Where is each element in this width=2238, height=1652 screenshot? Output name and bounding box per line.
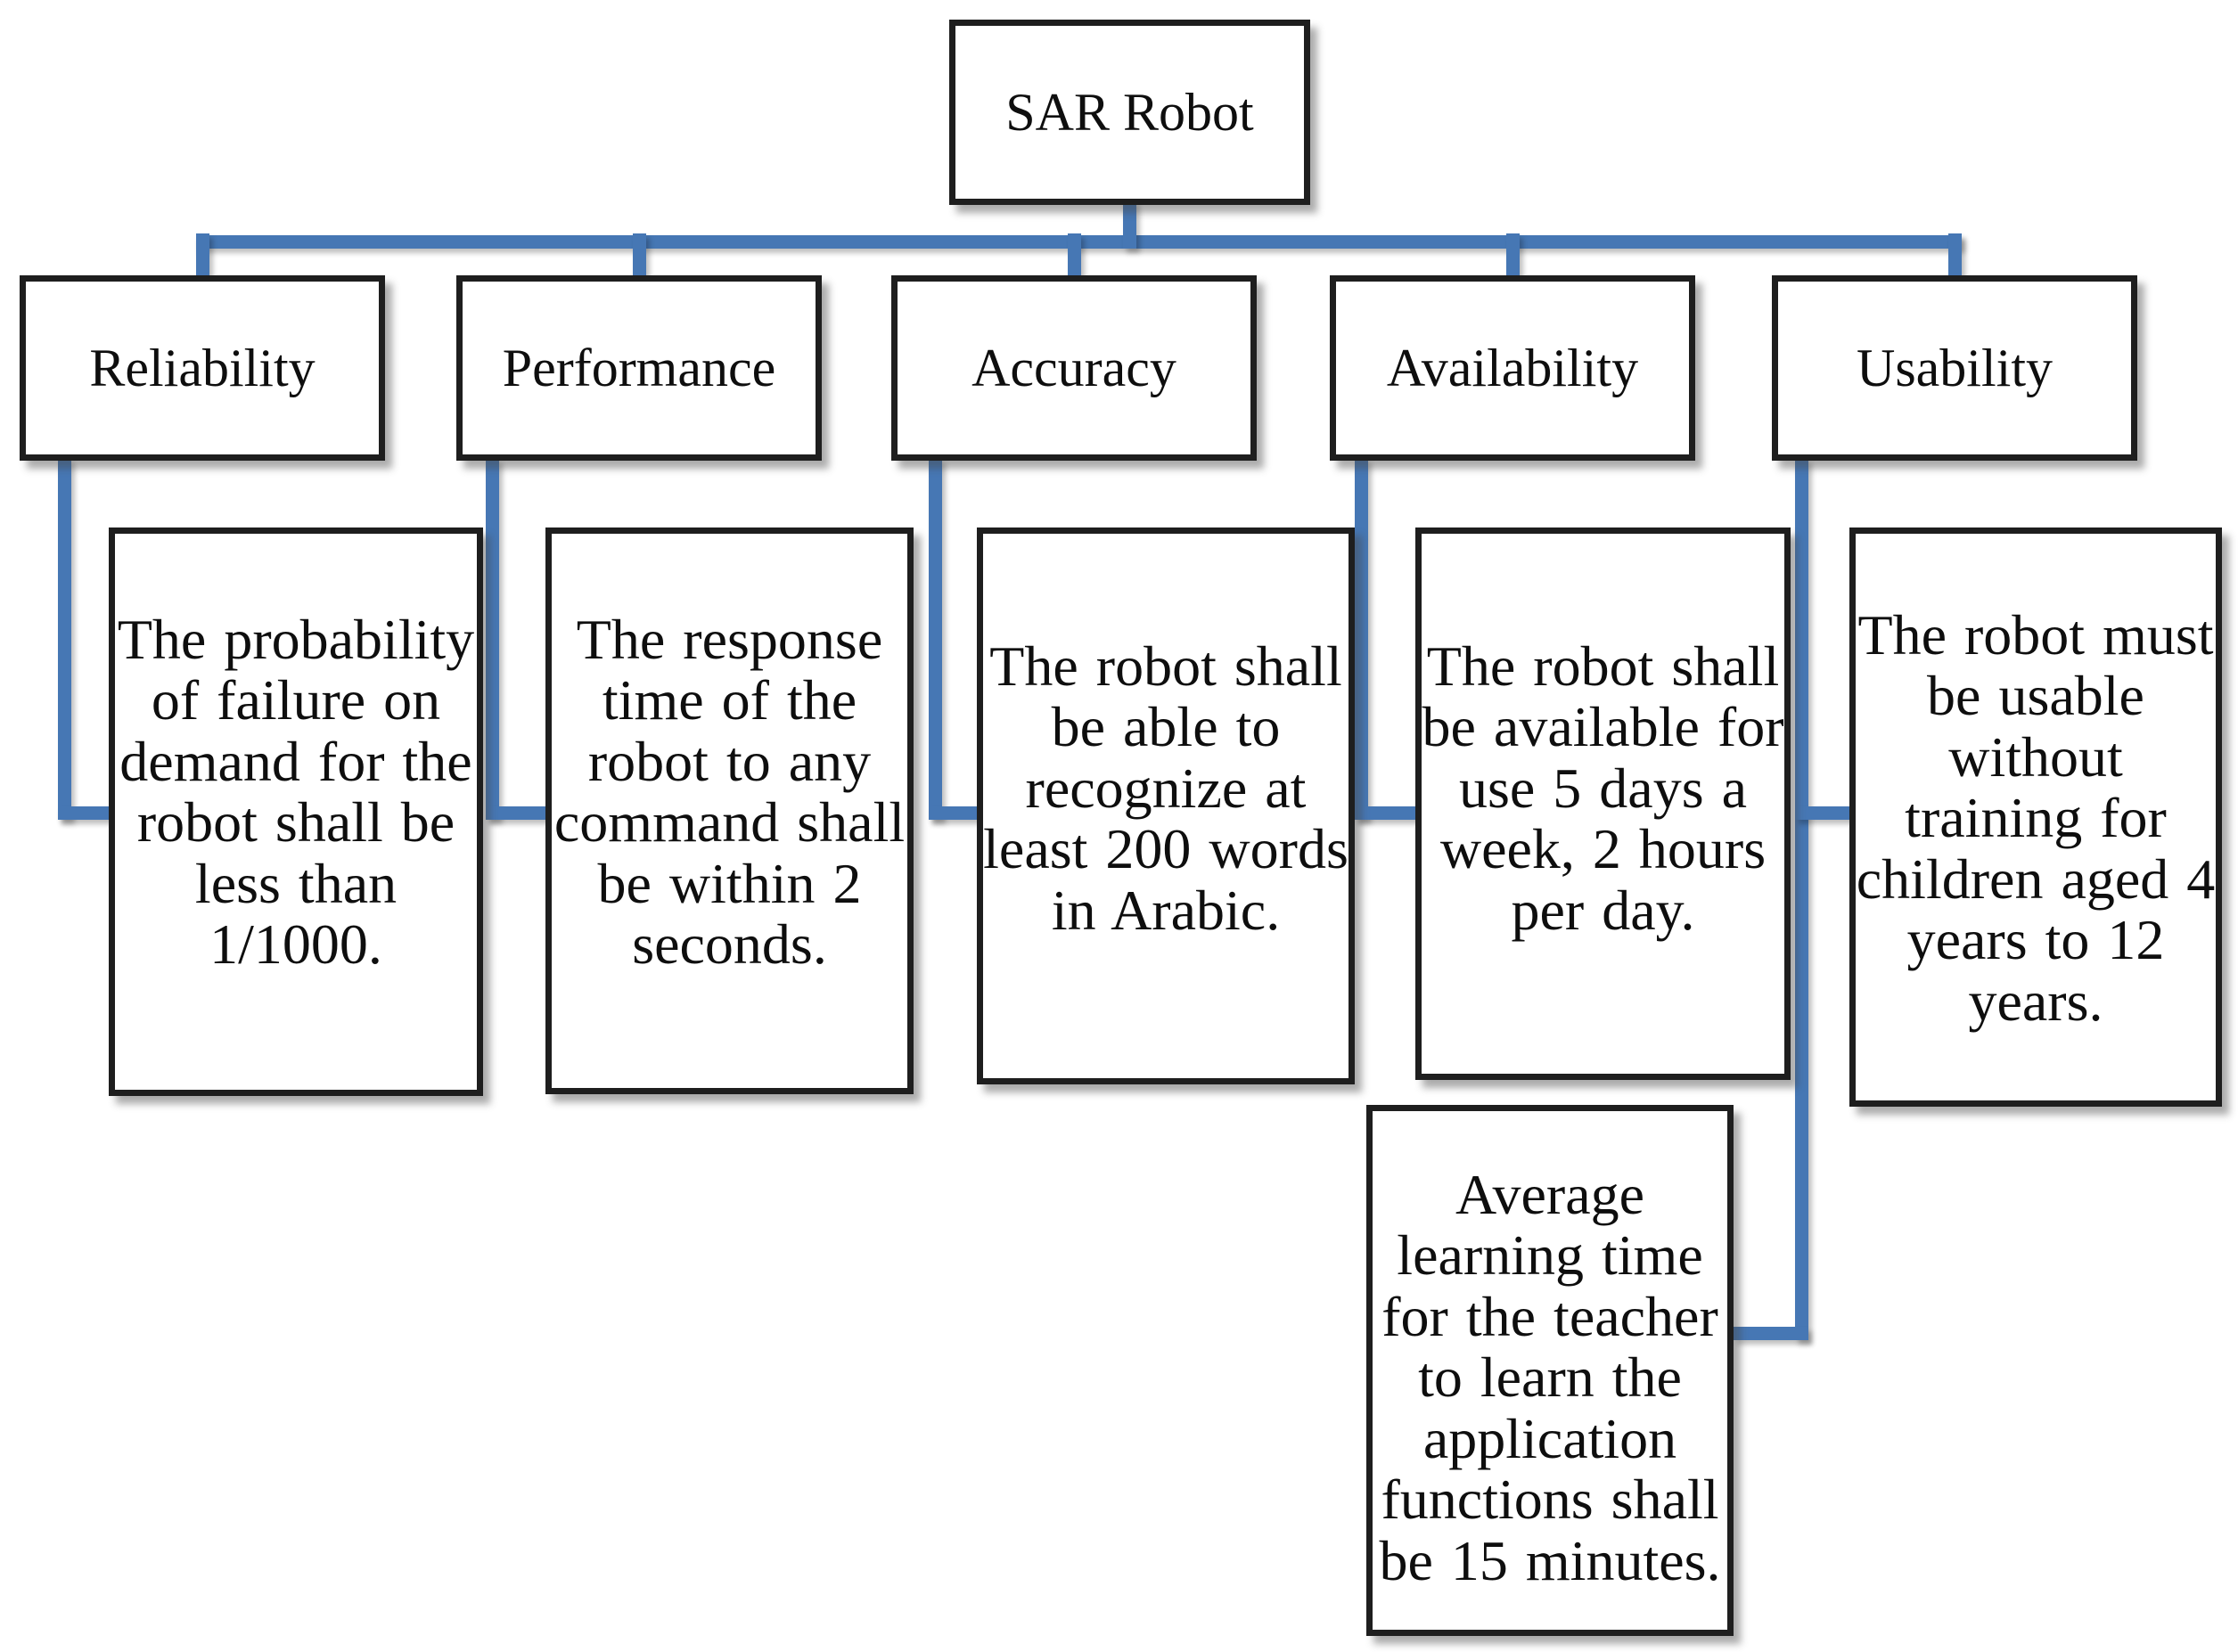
description-text: The probability of failure on demand for… [117, 608, 475, 977]
connector-stub-performance-desc [486, 806, 553, 820]
connector-vertical-performance [486, 458, 499, 820]
category-label: Usability [1857, 339, 2053, 397]
connector-stub-usability-desc [1795, 806, 1857, 820]
node-description-availability: The robot shall be available for use 5 d… [1415, 527, 1791, 1080]
node-category-reliability: Reliability [20, 275, 385, 461]
node-description-accuracy: The robot shall be able to recognize at … [977, 527, 1355, 1084]
connector-drop-reliability [196, 233, 209, 278]
connector-drop-accuracy [1068, 233, 1081, 278]
node-description-performance: The response time of the robot to any co… [545, 527, 914, 1094]
connector-stub-availability-desc [1355, 806, 1422, 820]
description-text: The robot shall be able to recognize at … [983, 634, 1349, 942]
connector-stub-reliability-desc [58, 806, 116, 820]
node-description-usability: The robot must be usable without trainin… [1849, 527, 2222, 1107]
connector-root-drop [1123, 200, 1136, 249]
description-text: Average learning time for the teacher to… [1379, 1163, 1721, 1592]
connector-vertical-usability [1795, 458, 1808, 1340]
description-text: The response time of the robot to any co… [553, 608, 906, 977]
connector-stub-usability-extra [1734, 1327, 1808, 1340]
node-category-performance: Performance [456, 275, 822, 461]
root-label: SAR Robot [1005, 83, 1254, 142]
connector-drop-usability [1948, 233, 1962, 278]
connector-stub-accuracy-desc [929, 806, 984, 820]
description-text: The robot must be usable without trainin… [1856, 603, 2216, 1033]
connector-drop-performance [633, 233, 646, 278]
node-category-accuracy: Accuracy [891, 275, 1257, 461]
connector-vertical-accuracy [929, 458, 942, 820]
node-description-usability-learning-time: Average learning time for the teacher to… [1366, 1105, 1734, 1636]
category-label: Accuracy [971, 339, 1176, 397]
connector-vertical-availability [1355, 458, 1368, 820]
connector-vertical-reliability [58, 458, 71, 820]
node-description-reliability: The probability of failure on demand for… [109, 527, 483, 1096]
node-root-sar-robot: SAR Robot [949, 20, 1310, 205]
connector-drop-availability [1506, 233, 1520, 278]
category-label: Reliability [89, 339, 316, 397]
category-label: Performance [502, 339, 776, 397]
category-label: Availability [1386, 339, 1639, 397]
description-text: The robot shall be available for use 5 d… [1422, 634, 1784, 942]
node-category-availability: Availability [1330, 275, 1695, 461]
node-category-usability: Usability [1772, 275, 2137, 461]
